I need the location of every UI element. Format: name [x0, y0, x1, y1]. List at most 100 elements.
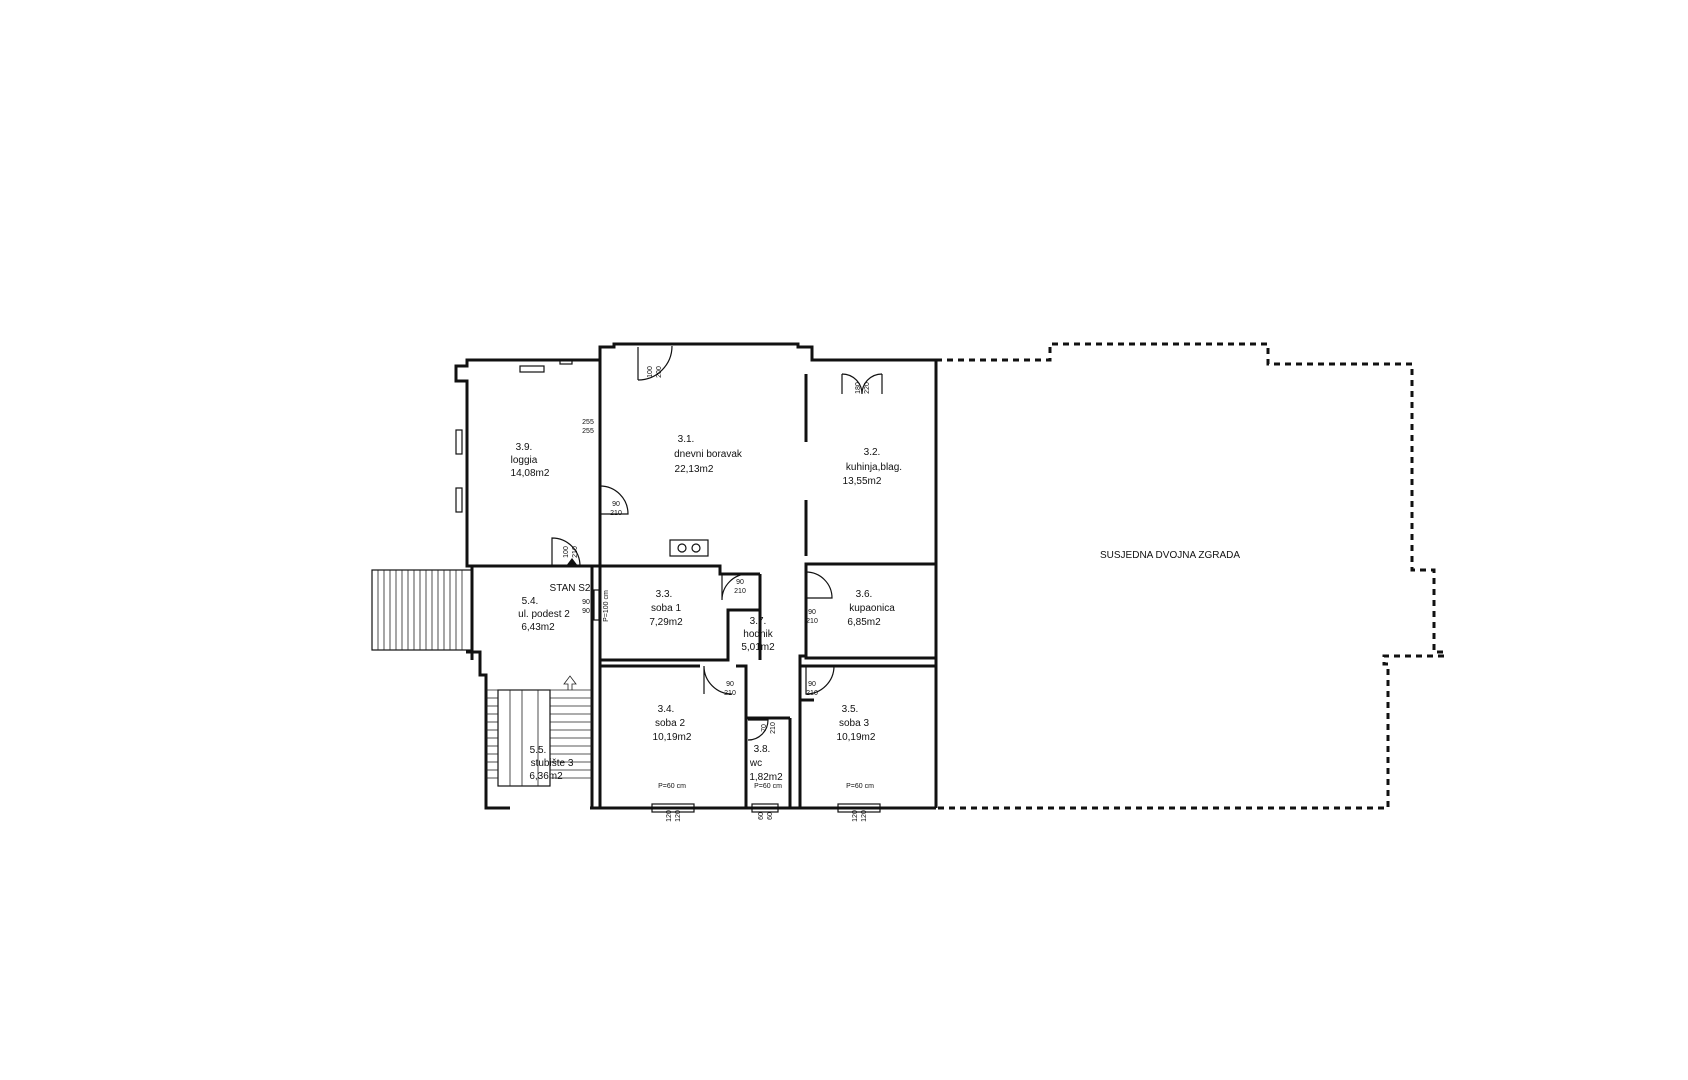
room-3-3: 3.3. soba 1 7,29m2: [649, 589, 683, 628]
kitchen-balcony-door: [841, 373, 883, 395]
loggia-door: [599, 485, 629, 515]
room3-window: [837, 803, 881, 813]
door-label-landing: 90 90: [582, 599, 590, 615]
neighbor-building-label: SUSJEDNA DVOJNA ZGRADA: [1100, 550, 1240, 561]
svg-text:90: 90: [582, 599, 590, 606]
svg-text:60: 60: [767, 812, 774, 820]
svg-text:ul. podest 2: ul. podest 2: [518, 609, 570, 620]
parapet-note-room3: P=60 cm: [846, 783, 874, 790]
svg-text:soba 1: soba 1: [651, 603, 681, 614]
svg-text:5,01m2: 5,01m2: [741, 642, 775, 653]
svg-text:210: 210: [724, 690, 736, 697]
door-label-kitchen: 180 220: [855, 382, 871, 394]
bathroom-door: [805, 571, 833, 599]
svg-text:210: 210: [572, 546, 579, 558]
svg-text:soba 3: soba 3: [839, 718, 869, 729]
room-3-4: 3.4. soba 2 10,19m2: [653, 704, 692, 743]
svg-text:3.9.: 3.9.: [516, 442, 533, 453]
svg-text:90: 90: [736, 579, 744, 586]
svg-text:1,82m2: 1,82m2: [749, 772, 783, 783]
chimney: [669, 539, 709, 557]
exterior-stairs: [371, 569, 473, 651]
svg-text:90: 90: [612, 501, 620, 508]
wc-window: [751, 803, 779, 813]
room1-south-wall: [600, 608, 760, 662]
door-label-room2: 90 210: [724, 681, 736, 697]
opening-label-loggia: 255 255: [582, 419, 594, 435]
svg-text:120: 120: [852, 810, 859, 822]
exterior-stair-flight: [371, 569, 473, 651]
stairwell-wall: [466, 650, 510, 810]
svg-text:210: 210: [770, 722, 777, 734]
svg-text:10,19m2: 10,19m2: [653, 732, 692, 743]
door-label-apartment-entry: 100 210: [563, 546, 579, 558]
svg-text:3.5.: 3.5.: [842, 704, 859, 715]
door-label-room1: 90 210: [734, 579, 746, 595]
svg-text:90: 90: [726, 681, 734, 688]
stair-direction-arrow: [563, 675, 577, 690]
north-wall: [454, 342, 936, 376]
svg-text:120: 120: [675, 810, 682, 822]
apartment-entry-door: [551, 537, 581, 567]
room-3-2: 3.2. kuhinja,blag. 13,55m2: [843, 447, 903, 487]
svg-text:dnevni boravak: dnevni boravak: [674, 449, 743, 460]
svg-text:stubište 3: stubište 3: [531, 758, 574, 769]
loggia-window-3: [455, 487, 463, 513]
svg-text:3.4.: 3.4.: [658, 704, 675, 715]
door-label-loggia: 90 210: [610, 501, 622, 517]
entry-door: [637, 345, 673, 381]
svg-text:3.2.: 3.2.: [864, 447, 881, 458]
loggia-west-wall: [454, 376, 600, 568]
loggia-windows: [455, 359, 573, 513]
svg-text:70: 70: [761, 724, 768, 732]
svg-text:3.1.: 3.1.: [678, 434, 695, 445]
svg-text:210: 210: [734, 588, 746, 595]
south-windows: [651, 803, 881, 813]
room-3-6: 3.6. kupaonica 6,85m2: [847, 589, 895, 628]
svg-text:kupaonica: kupaonica: [849, 603, 895, 614]
svg-text:90: 90: [808, 609, 816, 616]
parapet-notes: P=100 cm P=60 cm P=60 cm P=60 cm: [603, 590, 874, 790]
svg-text:14,08m2: 14,08m2: [511, 468, 550, 479]
room-5-4: 5.4. ul. podest 2 6,43m2: [518, 596, 570, 633]
svg-text:6,36m2: 6,36m2: [529, 771, 563, 782]
room-3-5: 3.5. soba 3 10,19m2: [837, 704, 876, 743]
svg-text:120: 120: [861, 810, 868, 822]
door-label-bathroom: 90 210: [806, 609, 818, 625]
chimney-flue-2: [691, 543, 701, 553]
door-label-wc: 70 210: [761, 722, 777, 734]
svg-text:255: 255: [582, 428, 594, 435]
svg-text:100: 100: [647, 366, 654, 378]
svg-text:13,55m2: 13,55m2: [843, 476, 882, 487]
svg-text:90: 90: [582, 608, 590, 615]
door-label-entry: 100 200: [647, 366, 663, 378]
svg-text:3.8.: 3.8.: [754, 744, 771, 755]
room2-window: [651, 803, 695, 813]
room-5-5: 5.5. stubište 3 6,36m2: [529, 745, 574, 782]
wc-door: [747, 719, 769, 741]
loggia-window-4: [559, 359, 573, 365]
parapet-note-room2: P=60 cm: [658, 783, 686, 790]
svg-text:200: 200: [656, 366, 663, 378]
svg-text:3.7.: 3.7.: [750, 616, 767, 627]
bathroom-walls: [804, 562, 938, 660]
parapet-note-landing: P=100 cm: [603, 590, 610, 622]
svg-text:90: 90: [808, 681, 816, 688]
svg-text:210: 210: [610, 510, 622, 517]
doors: [551, 345, 883, 741]
interior-walls: [600, 374, 938, 808]
svg-text:220: 220: [864, 382, 871, 394]
svg-text:120: 120: [666, 810, 673, 822]
loggia-window-2: [455, 429, 463, 455]
neighbor-building-outline: [936, 342, 1446, 810]
svg-text:5.4.: 5.4.: [522, 596, 539, 607]
exterior-walls: [454, 342, 938, 810]
parapet-note-wc: P=60 cm: [754, 783, 782, 790]
entrance-arrow-icon: [566, 558, 578, 566]
apartment-label: STAN S2: [550, 583, 591, 594]
room2-east-wall: [736, 664, 748, 808]
room-3-1: 3.1. dnevni boravak 22,13m2: [674, 434, 743, 475]
room1-door: [721, 573, 749, 601]
svg-text:3.6.: 3.6.: [856, 589, 873, 600]
